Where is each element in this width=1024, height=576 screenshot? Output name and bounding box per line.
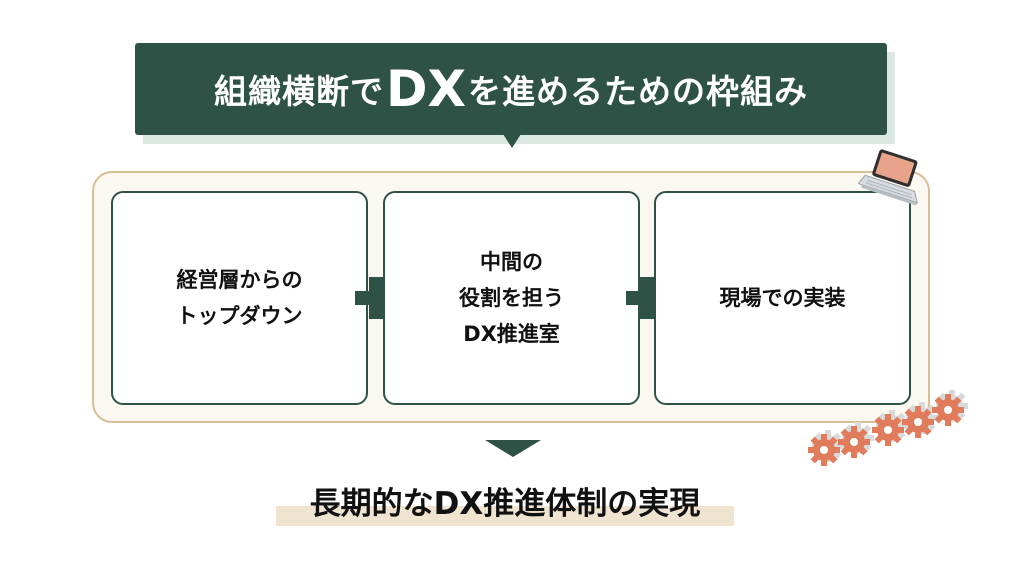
title-banner: 組織横断で DX を進めるための枠組み	[135, 43, 887, 135]
gears-icon	[808, 390, 968, 466]
card-2-line-1: 中間の	[480, 250, 543, 274]
title-text-after: を進めるための枠組み	[468, 72, 809, 111]
conclusion-highlight	[276, 506, 734, 526]
down-arrow-icon	[485, 440, 541, 457]
card-2-line-3: DX推進室	[463, 322, 560, 346]
title-text-emphasis: DX	[385, 60, 467, 118]
card-top-down: 経営層からの トップダウン	[111, 191, 368, 405]
title-text-before: 組織横断で	[213, 72, 384, 111]
conclusion-text: 長期的なDX推進体制の実現	[309, 486, 701, 522]
card-2-line-2: 役割を担う	[459, 286, 564, 310]
title-pointer	[503, 134, 521, 148]
laptop-icon	[858, 149, 918, 206]
card-1-line-2: トップダウン	[176, 304, 303, 328]
card-dx-office: 中間の 役割を担う DX推進室	[383, 191, 640, 405]
card-field-implementation: 現場での実装	[654, 191, 911, 405]
card-1-line-1: 経営層からの	[176, 268, 303, 292]
card-3-line-1: 現場での実装	[719, 286, 846, 310]
